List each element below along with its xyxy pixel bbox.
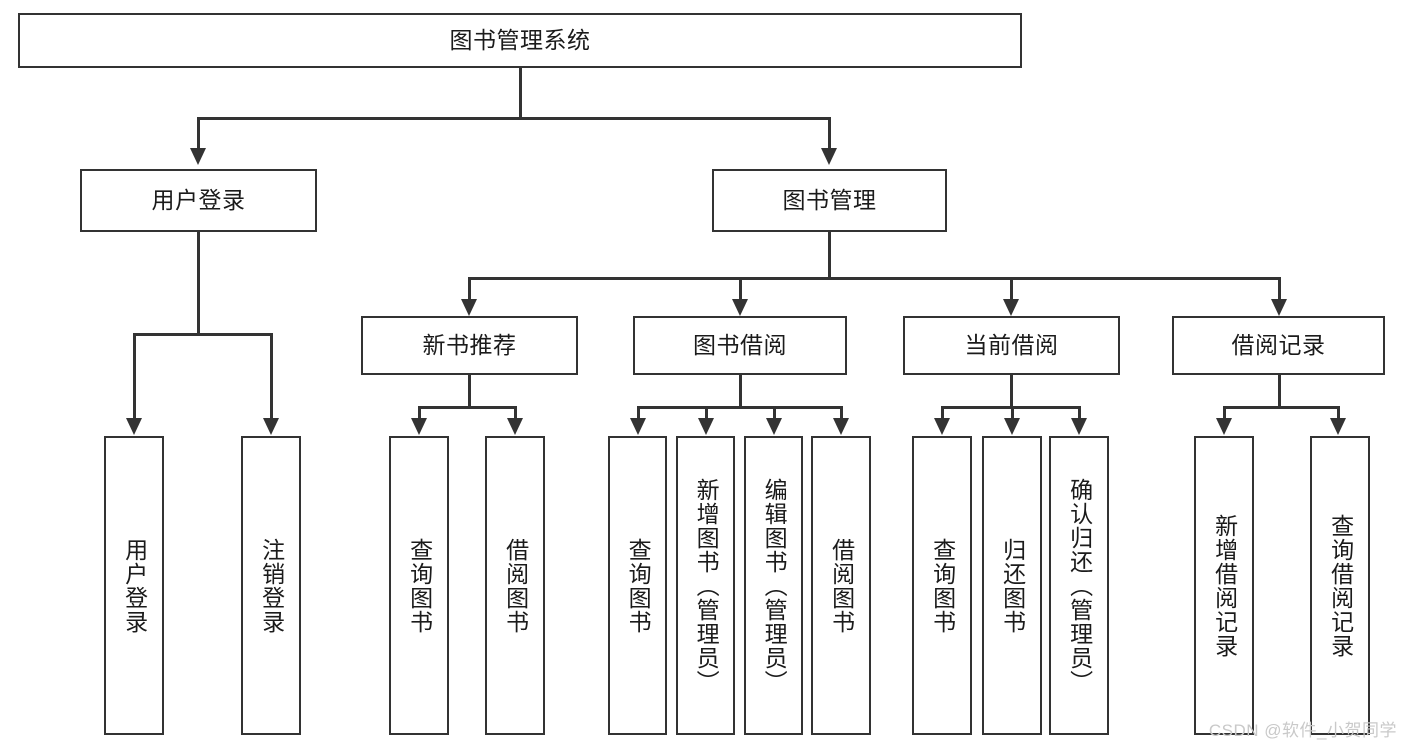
connector-user-login-drop-1 bbox=[133, 333, 136, 419]
node-label: 图书借阅 bbox=[693, 332, 787, 359]
connector-book-borrow-drop-4 bbox=[840, 406, 843, 420]
connector-book-borrow-drop-3 bbox=[773, 406, 776, 420]
connector-user-login-bar bbox=[133, 333, 272, 336]
arrowhead-leaf-user-login-1 bbox=[126, 418, 142, 435]
connector-root-to-book-mgmt bbox=[828, 117, 831, 149]
node-label: 新书推荐 bbox=[422, 332, 517, 359]
arrowhead-leaf-borrow-record-2 bbox=[1330, 418, 1346, 435]
watermark-text: CSDN @软件_小贺同学 bbox=[1208, 721, 1397, 740]
leaf-current-borrow-return[interactable]: 归还图书 bbox=[982, 436, 1042, 735]
arrowhead-new-book bbox=[461, 299, 477, 316]
node-label: 借阅图书 bbox=[502, 537, 529, 634]
arrowhead-book-borrow bbox=[732, 299, 748, 316]
connector-borrow-record-drop-2 bbox=[1337, 406, 1340, 420]
arrowhead-leaf-new-book-1 bbox=[411, 418, 427, 435]
arrowhead-leaf-borrow-record-1 bbox=[1216, 418, 1232, 435]
connector-book-mgmt-drop-3 bbox=[1010, 277, 1013, 301]
node-current-borrow[interactable]: 当前借阅 bbox=[903, 316, 1120, 375]
node-label: 新增图书（管理员） bbox=[693, 477, 720, 694]
leaf-new-book-query[interactable]: 查询图书 bbox=[389, 436, 449, 735]
leaf-book-borrow-add[interactable]: 新增图书（管理员） bbox=[676, 436, 735, 735]
connector-new-book-drop-1 bbox=[418, 406, 421, 420]
node-label: 借阅图书 bbox=[828, 537, 855, 634]
leaf-borrow-record-query[interactable]: 查询借阅记录 bbox=[1310, 436, 1370, 735]
node-label: 查询图书 bbox=[929, 537, 956, 634]
connector-borrow-record-drop-1 bbox=[1223, 406, 1226, 420]
arrowhead-leaf-book-borrow-4 bbox=[833, 418, 849, 435]
arrowhead-leaf-current-borrow-1 bbox=[934, 418, 950, 435]
connector-current-borrow-stem bbox=[1010, 375, 1013, 407]
leaf-new-book-borrow[interactable]: 借阅图书 bbox=[485, 436, 545, 735]
node-label: 注销登录 bbox=[258, 537, 285, 634]
connector-new-book-bar bbox=[418, 406, 516, 409]
arrowhead-leaf-user-login-2 bbox=[263, 418, 279, 435]
connector-current-borrow-drop-2 bbox=[1011, 406, 1014, 420]
connector-new-book-stem bbox=[468, 375, 471, 407]
leaf-user-login-login[interactable]: 用户登录 bbox=[104, 436, 164, 735]
node-book-borrow[interactable]: 图书借阅 bbox=[633, 316, 847, 375]
arrowhead-user-login bbox=[190, 148, 206, 165]
connector-book-borrow-drop-2 bbox=[705, 406, 708, 420]
leaf-current-borrow-query[interactable]: 查询图书 bbox=[912, 436, 972, 735]
connector-root-bar bbox=[197, 117, 831, 120]
arrowhead-leaf-book-borrow-1 bbox=[630, 418, 646, 435]
connector-book-mgmt-stem bbox=[828, 232, 831, 278]
leaf-book-borrow-edit[interactable]: 编辑图书（管理员） bbox=[744, 436, 803, 735]
node-label: 新增借阅记录 bbox=[1211, 513, 1238, 658]
node-label: 确认归还（管理员） bbox=[1066, 477, 1093, 694]
arrowhead-current-borrow bbox=[1003, 299, 1019, 316]
node-new-book-recommend[interactable]: 新书推荐 bbox=[361, 316, 578, 375]
node-label: 图书管理 bbox=[782, 187, 877, 214]
connector-book-borrow-stem bbox=[739, 375, 742, 407]
connector-book-borrow-drop-1 bbox=[637, 406, 640, 420]
arrowhead-leaf-book-borrow-3 bbox=[766, 418, 782, 435]
node-borrow-record[interactable]: 借阅记录 bbox=[1172, 316, 1385, 375]
node-book-management[interactable]: 图书管理 bbox=[712, 169, 947, 232]
connector-root-to-user-login bbox=[197, 117, 200, 149]
node-label: 图书管理系统 bbox=[449, 27, 591, 54]
connector-new-book-drop-2 bbox=[514, 406, 517, 420]
connector-borrow-record-bar bbox=[1223, 406, 1339, 409]
node-label: 查询图书 bbox=[625, 537, 652, 634]
connector-book-mgmt-bar bbox=[468, 277, 1280, 280]
node-label: 用户登录 bbox=[121, 537, 148, 634]
leaf-book-borrow-borrow[interactable]: 借阅图书 bbox=[811, 436, 871, 735]
connector-book-borrow-bar bbox=[637, 406, 843, 409]
node-label: 用户登录 bbox=[151, 187, 246, 214]
connector-book-mgmt-drop-1 bbox=[468, 277, 471, 301]
connector-current-borrow-drop-1 bbox=[941, 406, 944, 420]
leaf-book-borrow-query[interactable]: 查询图书 bbox=[608, 436, 667, 735]
arrowhead-leaf-current-borrow-3 bbox=[1071, 418, 1087, 435]
connector-book-mgmt-drop-4 bbox=[1278, 277, 1281, 301]
node-label: 借阅记录 bbox=[1231, 332, 1326, 359]
arrowhead-leaf-current-borrow-2 bbox=[1004, 418, 1020, 435]
connector-current-borrow-drop-3 bbox=[1078, 406, 1081, 420]
connector-root-stem bbox=[519, 68, 522, 118]
connector-user-login-stem bbox=[197, 232, 200, 334]
node-label: 查询借阅记录 bbox=[1327, 513, 1354, 658]
arrowhead-leaf-new-book-2 bbox=[507, 418, 523, 435]
arrowhead-leaf-book-borrow-2 bbox=[698, 418, 714, 435]
arrowhead-book-mgmt bbox=[821, 148, 837, 165]
connector-book-mgmt-drop-2 bbox=[739, 277, 742, 301]
node-root-system[interactable]: 图书管理系统 bbox=[18, 13, 1022, 68]
connector-borrow-record-stem bbox=[1278, 375, 1281, 407]
node-label: 编辑图书（管理员） bbox=[761, 477, 788, 694]
node-user-login[interactable]: 用户登录 bbox=[80, 169, 317, 232]
connector-user-login-drop-2 bbox=[270, 333, 273, 419]
arrowhead-borrow-record bbox=[1271, 299, 1287, 316]
leaf-borrow-record-add[interactable]: 新增借阅记录 bbox=[1194, 436, 1254, 735]
connector-current-borrow-bar bbox=[941, 406, 1079, 409]
leaf-user-login-logout[interactable]: 注销登录 bbox=[241, 436, 301, 735]
node-label: 归还图书 bbox=[999, 537, 1026, 634]
leaf-current-borrow-confirm[interactable]: 确认归还（管理员） bbox=[1049, 436, 1109, 735]
node-label: 查询图书 bbox=[406, 537, 433, 634]
node-label: 当前借阅 bbox=[964, 332, 1059, 359]
